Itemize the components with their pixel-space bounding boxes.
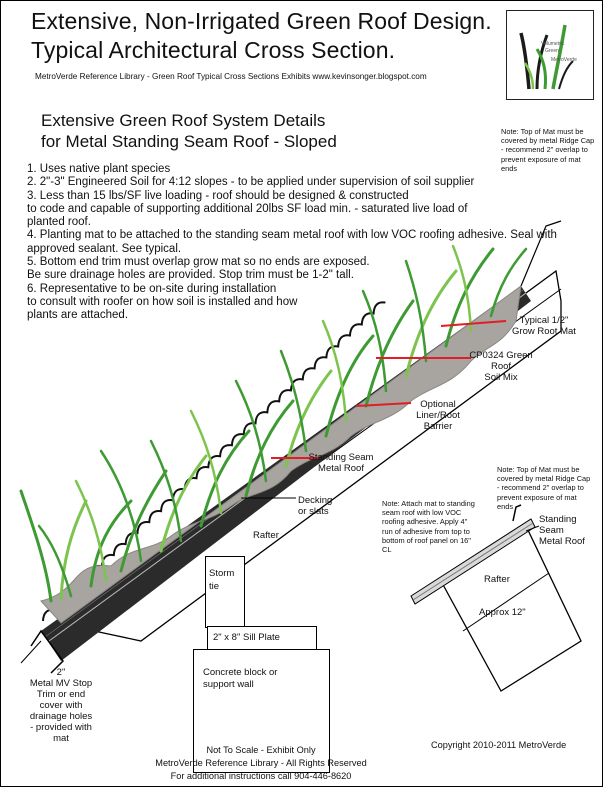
liner-label: Optional Liner/Root Barrier	[403, 399, 473, 432]
label-line: Decking	[298, 495, 333, 506]
note-item: 2. 2"-3" Engineered Soil for 4:12 slopes…	[27, 176, 475, 189]
note-item: Be sure drainage holes are provided. Sto…	[27, 269, 354, 282]
support-wall-box: Concrete block or support wall	[193, 649, 330, 773]
footer-copyright: Copyright 2010-2011 MetroVerde	[431, 740, 567, 750]
root-mat-leader	[440, 320, 507, 327]
note-line: Note: Attach mat to standing	[382, 499, 475, 508]
note-line: roofing adhesive. Apply 4"	[382, 517, 468, 527]
detail-standing-seam-leader	[525, 525, 540, 532]
note-item: approved sealant. See typical.	[27, 242, 182, 255]
section-title-line-1: Extensive Green Roof System Details	[41, 111, 326, 130]
soil-mix-label: CP0324 Green Roof Soil Mix	[461, 350, 541, 383]
detail-approx-label: Approx 12"	[479, 607, 526, 618]
label-line: CP0324 Green	[469, 350, 533, 361]
detail-attach-note: Note: Attach mat to standing seam roof w…	[382, 499, 475, 554]
grass-logo-icon	[519, 24, 574, 90]
detail-ridge-note: Note: Top of Mat must be covered by meta…	[497, 465, 590, 511]
note-line: covered by metal Ridge Cap	[501, 136, 595, 146]
label-line: Standing Seam	[539, 514, 577, 536]
note-line: - recommend 2" overlap to	[497, 483, 584, 493]
label-line: Roof	[490, 361, 512, 372]
grass-plants	[19, 244, 528, 603]
page-title-line-1: Extensive, Non-Irrigated Green Roof Desi…	[31, 8, 492, 34]
logo-text-3: MetroVerde	[551, 57, 577, 63]
detail-drawing	[410, 504, 582, 692]
storm-tie-text-2: tie	[209, 581, 220, 592]
label-line: Soil Mix	[484, 372, 518, 383]
stop-trim-label: 2" Metal MV Stop Trim or end cover with …	[21, 667, 101, 744]
label-line: Optional	[420, 399, 456, 410]
note-item: 6. Representative to be on-site during i…	[27, 282, 277, 295]
label-line: Grow Root Mat	[512, 326, 576, 337]
rafter-label: Rafter	[253, 530, 279, 541]
notes-list: 1. Uses native plant species 2. 2"-3" En…	[27, 163, 557, 323]
liner-leader	[355, 402, 412, 407]
note-line: ends	[501, 163, 518, 173]
ridge-cap-note-top: Note: Top of Mat must be covered by meta…	[501, 127, 594, 173]
note-item: 5. Bottom end trim must overlap grow mat…	[27, 256, 370, 269]
decking-label: Decking or slats	[298, 495, 332, 517]
detail-rafter-label: Rafter	[484, 574, 510, 585]
label-line: - provided with	[30, 722, 92, 733]
note-line: Note: Top of Mat must be	[501, 127, 584, 136]
section-title-line-2: for Metal Standing Seam Roof - Sloped	[41, 132, 337, 151]
detail-standing-seam-label: Standing Seam Metal Roof	[539, 514, 602, 547]
label-line: Barrier	[423, 421, 453, 432]
note-line: bottom of roof panel on 16"	[382, 535, 471, 545]
label-line: Metal Roof	[318, 463, 364, 474]
label-line: Typical 1/2"	[519, 315, 569, 326]
page-subtitle: MetroVerde Reference Library - Green Roo…	[35, 72, 427, 81]
stop-trim-shape	[30, 629, 64, 674]
label-line: Standing Seam	[308, 452, 374, 463]
note-line: prevent exposure of mat	[497, 492, 577, 502]
sill-plate-text: 2" x 8" Sill Plate	[213, 632, 280, 643]
footer-scale: Not To Scale - Exhibit Only	[206, 745, 316, 755]
stop-trim-leader	[20, 640, 42, 664]
approx-dimension	[462, 572, 550, 632]
wall-text-1: Concrete block or	[203, 667, 278, 678]
note-line: run of adhesive from top to	[382, 526, 470, 536]
logo-box: Volumetric Green MetroVerde	[506, 10, 594, 100]
sill-plate-box: 2" x 8" Sill Plate	[207, 626, 317, 650]
note-item: planted roof.	[27, 216, 91, 229]
note-item: plants are attached.	[27, 309, 129, 322]
note-line: ends	[497, 501, 514, 511]
note-item: to consult with roofer on how soil is in…	[27, 295, 298, 308]
wall-text-2: support wall	[203, 679, 254, 690]
detail-ridge	[512, 504, 522, 522]
note-line: prevent exposure of mat	[501, 154, 581, 164]
storm-tie-box: Storm tie	[205, 556, 245, 628]
logo-text-1: Volumetric	[541, 41, 565, 47]
note-line: seam roof with low VOC	[382, 508, 462, 518]
note-line: Note: Top of Mat must be	[497, 465, 580, 474]
detail-seam-line	[412, 522, 534, 601]
label-line: mat	[53, 733, 69, 744]
page-title-line-2: Typical Architectural Cross Section.	[31, 37, 396, 63]
label-line: drainage holes	[29, 711, 93, 722]
label-line: Metal Roof	[539, 536, 585, 547]
label-line: Liner/Root	[416, 410, 460, 421]
label-line: Trim or end	[36, 689, 86, 700]
note-line: covered by metal Ridge Cap	[497, 474, 591, 484]
label-line: cover with	[39, 700, 83, 711]
ridge-cap-line	[520, 220, 562, 287]
note-line: CL	[382, 545, 392, 555]
note-item: 1. Uses native plant species	[27, 163, 171, 175]
footer-library: MetroVerde Reference Library - All Right…	[155, 758, 367, 768]
note-item: 3. Less than 15 lbs/SF live loading - ro…	[27, 189, 409, 202]
standing-seam-label: Standing Seam Metal Roof	[301, 452, 381, 474]
label-line: Metal MV Stop	[29, 678, 93, 689]
note-item: to code and capable of supporting additi…	[27, 202, 468, 215]
label-line: or slats	[298, 506, 329, 517]
root-mat-label: Typical 1/2" Grow Root Mat	[499, 315, 589, 337]
note-item: 4. Planting mat to be attached to the st…	[27, 229, 557, 242]
footer-contact: For additional instructions call 904-446…	[170, 771, 352, 781]
soil-layer	[40, 284, 522, 624]
label-line: 2"	[56, 667, 66, 678]
note-line: - recommend 2" overlap to	[501, 145, 588, 155]
storm-tie-text-1: Storm	[209, 568, 235, 579]
logo-text-2: Green	[545, 48, 559, 54]
